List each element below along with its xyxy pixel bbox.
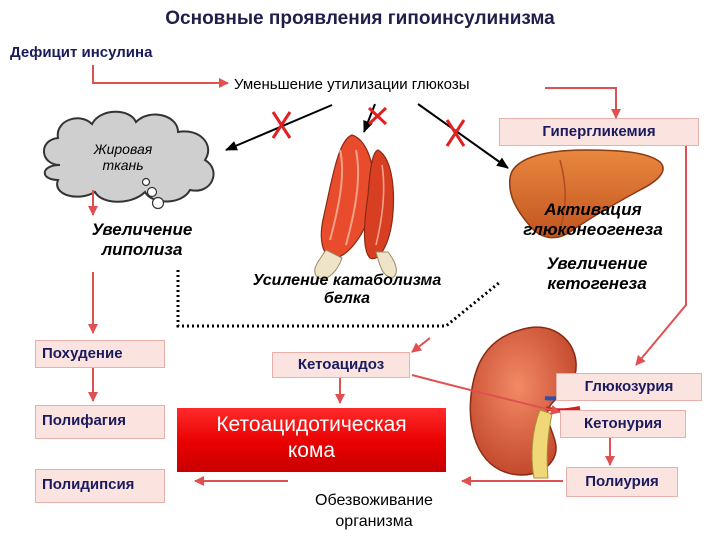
hyperglycemia-box: Гипергликемия	[499, 118, 699, 146]
ketogenesis-label-line2: кетогенеза	[547, 273, 647, 293]
polyphagia-label: Полифагия	[42, 412, 127, 429]
polydipsia-label: Полидипсия	[42, 476, 135, 493]
ketonuria-label: Кетонурия	[584, 415, 662, 432]
dotted-lipolysis-to-catabolism	[176, 270, 501, 328]
arrow-glucose-to-hyperglycemia	[545, 87, 621, 119]
polydipsia-box: Полидипсия	[35, 469, 165, 503]
ketoacidosis-label: Кетоацидоз	[297, 356, 385, 373]
weight-loss-label: Похудение	[42, 345, 123, 362]
dehydration-label-line2: организма	[335, 512, 413, 530]
gluconeogenesis-label-line2: глюконеогенеза	[523, 219, 663, 239]
gluconeogenesis-label-line1: Активация	[544, 200, 642, 219]
adipose-cloud-icon	[43, 110, 215, 210]
cross-left-icon	[271, 111, 292, 139]
cross-middle-icon	[367, 106, 388, 126]
arrow-hyperglycemia-to-glucosuria	[635, 145, 687, 366]
lipolysis-label-line2: липолиза	[101, 239, 183, 259]
ketoacidosis-box: Кетоацидоз	[272, 352, 410, 378]
polyuria-label: Полиурия	[585, 473, 659, 490]
glucosuria-label: Глюкозурия	[584, 378, 674, 395]
gluconeogenesis-label: Активация глюконеогенеза	[508, 200, 678, 239]
coma-label-line2: кома	[287, 439, 336, 463]
coma-label-line1: Кетоацидотическая	[216, 413, 407, 436]
dehydration-label-line1: Обезвоживание	[315, 492, 433, 509]
weight-loss-box: Похудение	[35, 340, 165, 368]
adipose-label-line2: ткань	[102, 157, 144, 174]
liver-icon	[508, 149, 664, 239]
lipolysis-label: Увеличение липолиза	[82, 220, 202, 259]
muscle-icon	[314, 134, 397, 280]
adipose-label: Жировая ткань	[78, 141, 168, 173]
hyperglycemia-label: Гипергликемия	[542, 123, 656, 140]
ketogenesis-label: Увеличение кетогенеза	[522, 254, 672, 293]
lipolysis-label-line1: Увеличение	[91, 220, 193, 239]
catabolism-label-line1: Усиление катаболизма	[252, 272, 442, 289]
arrow-ketoacidosis-to-ketonuria	[411, 374, 561, 415]
black-arrow-to-liver	[417, 103, 509, 169]
cross-right-icon	[445, 119, 466, 147]
adipose-label-line1: Жировая	[93, 141, 153, 157]
ketogenesis-label-line1: Увеличение	[546, 254, 648, 273]
kidney-icon	[469, 326, 581, 479]
black-arrow-to-muscle	[363, 103, 376, 133]
polyphagia-box: Полифагия	[35, 405, 165, 439]
arrow-deficit-to-glucose	[92, 65, 229, 88]
dehydration-label: Обезвоживание организма	[282, 491, 466, 533]
glucosuria-box: Глюкозурия	[556, 373, 702, 401]
insulin-deficit-label: Дефицит инсулина	[10, 44, 153, 61]
polyuria-box: Полиурия	[566, 467, 678, 497]
catabolism-label: Усиление катаболизма белка	[216, 272, 478, 309]
diagram-title: Основные проявления гипоинсулинизма	[165, 8, 555, 29]
glucose-utilization-label: Уменьшение утилизации глюкозы	[234, 76, 470, 93]
catabolism-label-line2: белка	[323, 290, 371, 308]
ketoacidotic-coma-box: Кетоацидотическая кома	[177, 408, 446, 472]
ketonuria-box: Кетонурия	[560, 410, 686, 438]
arrow-ketogenesis-to-ketoacidosis	[411, 337, 431, 353]
